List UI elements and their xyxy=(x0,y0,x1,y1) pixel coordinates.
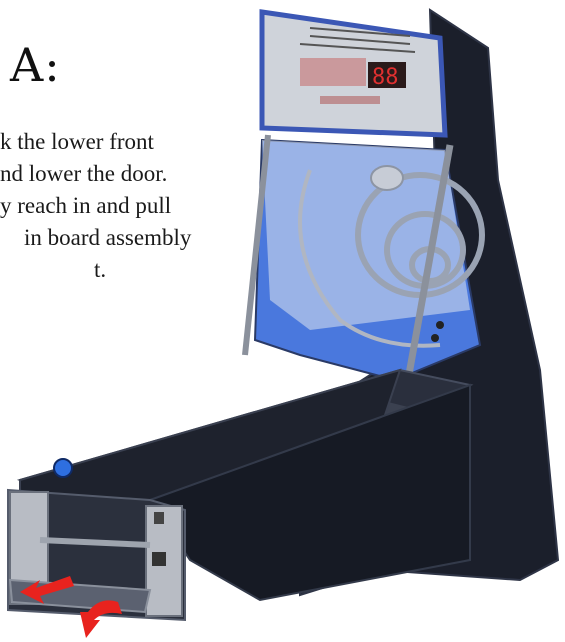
instruction-line-5: t. xyxy=(94,257,107,282)
coin-slot xyxy=(152,552,166,566)
score-panel-strip xyxy=(320,96,380,104)
playfield-glass xyxy=(262,140,470,330)
playfield-hole xyxy=(436,321,444,329)
target-cup xyxy=(370,165,404,191)
instruction-line-3: y reach in and pull xyxy=(0,193,172,218)
pull-arrow-icon xyxy=(20,576,74,604)
instruction-line-2: nd lower the door. xyxy=(0,161,168,186)
ramp-rail xyxy=(298,169,441,348)
door-rail xyxy=(39,537,151,548)
hood-rail-right xyxy=(404,144,454,381)
hood-rail-left xyxy=(242,134,271,356)
step-heading: A: xyxy=(10,38,61,92)
score-display xyxy=(300,58,406,88)
start-button xyxy=(53,458,73,478)
card-reader xyxy=(154,512,164,524)
score-digits-graphic: 88 xyxy=(372,65,399,90)
instruction-text: k the lower front nd lower the door. y r… xyxy=(0,126,260,286)
score-panel-slots xyxy=(299,27,416,53)
instruction-line-4: in board assembly xyxy=(24,225,192,250)
playfield-hole xyxy=(431,334,439,342)
lower-door-arrow-icon xyxy=(80,600,122,638)
instruction-line-1: k the lower front xyxy=(0,129,154,154)
